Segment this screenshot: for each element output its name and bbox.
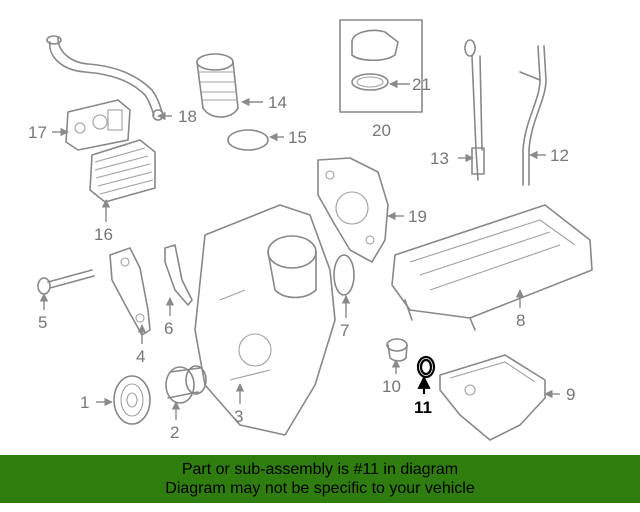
label-8: 8 <box>516 311 525 330</box>
part-6-gasket <box>164 244 193 306</box>
label-16: 16 <box>94 225 113 244</box>
part-7-seal <box>333 254 355 296</box>
part-9-lower-oil-pan <box>439 354 546 441</box>
parts-diagram: 18 17 16 14 15 21 20 13 12 19 8 9 10 11 … <box>28 19 593 442</box>
part-2-sleeve <box>165 365 207 404</box>
part-15-oring <box>227 129 269 151</box>
label-18: 18 <box>178 107 197 126</box>
label-5: 5 <box>38 313 47 332</box>
label-10: 10 <box>382 377 401 396</box>
label-1: 1 <box>80 393 89 412</box>
label-9: 9 <box>566 385 575 404</box>
label-13: 13 <box>430 149 449 168</box>
leader-lines <box>39 79 560 420</box>
part-12-dipstick-tube <box>519 45 547 186</box>
part-19-gasket <box>317 157 389 263</box>
part-11-seal-ring <box>416 355 436 379</box>
label-15: 15 <box>288 128 307 147</box>
label-4: 4 <box>136 347 145 366</box>
part-13-dipstick <box>464 39 485 181</box>
label-21: 21 <box>412 75 431 94</box>
part-17-gasket <box>65 99 131 151</box>
label-14: 14 <box>268 93 287 112</box>
part-3-front-cover <box>194 204 336 436</box>
part-8-upper-oil-pan <box>391 204 593 331</box>
info-banner: Part or sub-assembly is #11 in diagram D… <box>0 455 640 503</box>
part-16-oil-cooler <box>89 139 156 203</box>
label-3: 3 <box>234 407 243 426</box>
banner-line-1: Part or sub-assembly is #11 in diagram <box>181 461 459 478</box>
part-20-box <box>339 19 423 113</box>
label-17: 17 <box>28 123 47 142</box>
part-5-bolt <box>37 269 95 295</box>
label-2: 2 <box>170 423 179 442</box>
label-19: 19 <box>408 207 427 226</box>
label-7: 7 <box>340 321 349 340</box>
label-12: 12 <box>550 146 569 165</box>
label-11: 11 <box>414 398 432 417</box>
label-6: 6 <box>164 319 173 338</box>
banner-line-2: Diagram may not be specific to your vehi… <box>165 480 475 497</box>
label-20: 20 <box>372 121 391 140</box>
part-10-drain-plug <box>386 338 408 362</box>
part-1-pulley <box>113 375 151 425</box>
part-4-bracket <box>109 247 151 336</box>
part-14-filter-housing <box>196 53 239 118</box>
part-18-oil-tube <box>46 35 164 121</box>
